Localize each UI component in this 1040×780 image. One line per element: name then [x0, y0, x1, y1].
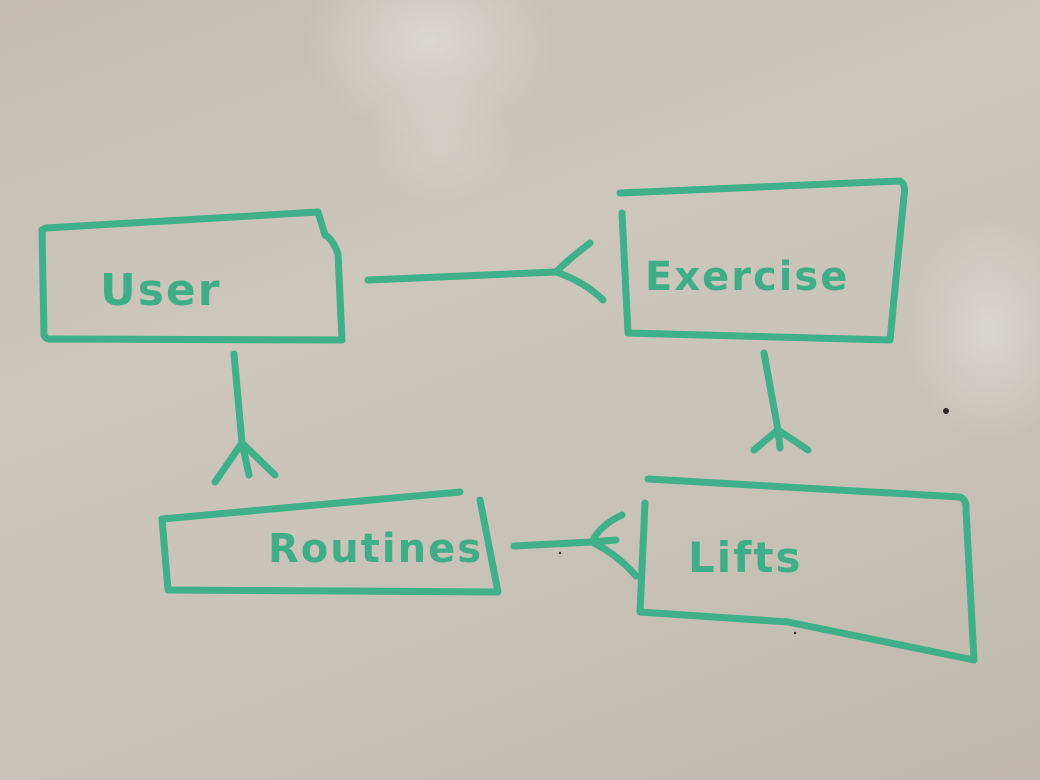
entity-routines: Routines — [158, 488, 502, 596]
entity-user-label: User — [100, 265, 221, 316]
board-speck — [943, 408, 949, 414]
entity-lifts: Lifts — [636, 475, 978, 664]
board-speck — [793, 631, 797, 635]
entity-exercise: Exercise — [616, 177, 908, 344]
entity-exercise-label: Exercise — [645, 254, 849, 300]
relationship-exercise-lifts — [750, 349, 812, 454]
relationship-user-routines — [211, 350, 279, 486]
relationship-user-exercise — [364, 239, 607, 304]
entity-lifts-label: Lifts — [688, 533, 803, 582]
relationship-routines-lifts — [510, 511, 640, 580]
entity-user: User — [38, 208, 346, 344]
board-speck — [558, 551, 562, 555]
entity-routines-label: Routines — [268, 526, 483, 572]
